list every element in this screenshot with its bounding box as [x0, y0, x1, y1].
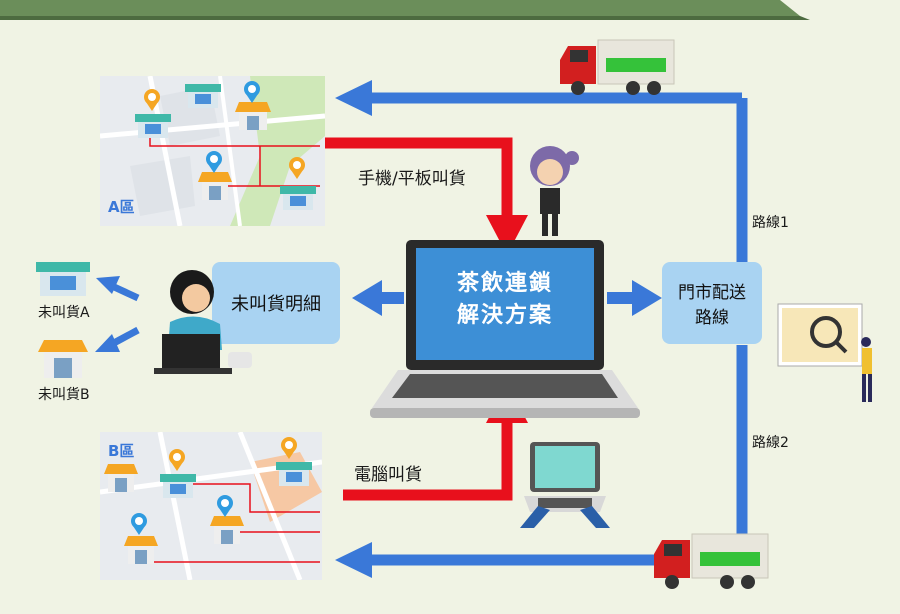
pin-icon	[144, 89, 160, 111]
store-icon	[135, 114, 171, 138]
store-icon	[36, 262, 90, 296]
store-icon	[160, 474, 196, 498]
person-icon	[530, 146, 579, 236]
center-title: 茶飲連鎖 解決方案	[416, 268, 594, 332]
store-icon	[185, 84, 221, 108]
route2-label: 路線2	[752, 435, 789, 451]
mobile-order-label: 手機/平板叫貨	[358, 169, 466, 189]
pin-icon	[281, 437, 297, 459]
zone-b-label: B區	[108, 442, 135, 460]
store-icon	[198, 172, 232, 200]
pin-icon	[289, 157, 305, 179]
map-search-icon	[777, 303, 872, 402]
zone-a-label: A區	[108, 198, 135, 216]
pin-icon	[217, 495, 233, 517]
unordered-a-label: 未叫貨A	[38, 305, 90, 321]
store-icon	[38, 340, 88, 378]
center-title-line1: 茶飲連鎖	[456, 271, 553, 296]
store-icon	[124, 536, 158, 564]
store-icon	[280, 186, 316, 210]
truck-icon	[560, 39, 675, 95]
pc-order-label: 電腦叫貨	[354, 465, 422, 485]
center-title-line2: 解決方案	[456, 303, 553, 328]
pin-icon	[169, 449, 185, 471]
store-icon	[210, 516, 244, 544]
truck-icon	[654, 533, 769, 589]
laptop-icon	[520, 442, 610, 528]
store-icon	[104, 464, 138, 492]
pin-icon	[244, 81, 260, 103]
unordered-detail-label: 未叫貨明細	[231, 294, 321, 315]
store-route-line2: 路線	[695, 308, 729, 328]
store-route-box: 門市配送 路線	[662, 262, 762, 344]
laptop-icon	[370, 240, 640, 418]
pin-icon	[131, 513, 147, 535]
header-band	[0, 0, 810, 20]
store-icon	[235, 102, 271, 130]
store-route-line1: 門市配送	[678, 283, 746, 303]
unordered-b-label: 未叫貨B	[38, 387, 90, 403]
operator-icon	[154, 270, 252, 374]
pin-icon	[206, 151, 222, 173]
store-icon	[276, 462, 312, 486]
route1-label: 路線1	[752, 215, 789, 231]
unordered-detail-box: 未叫貨明細	[212, 262, 340, 344]
